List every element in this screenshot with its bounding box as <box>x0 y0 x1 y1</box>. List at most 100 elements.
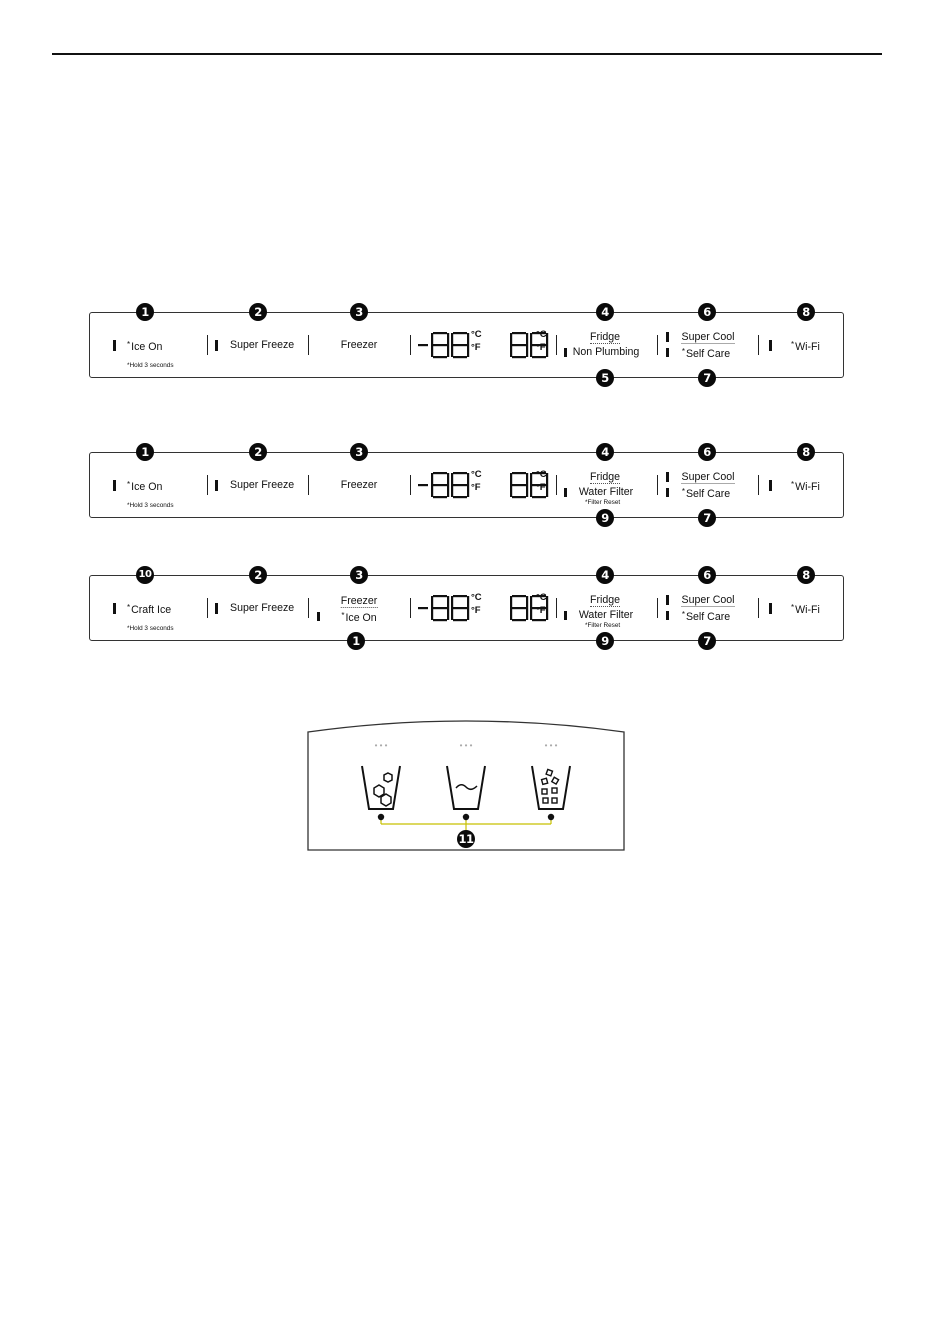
freezer-button[interactable]: Freezer <box>340 595 378 608</box>
fridge-unit-c: °C <box>536 329 547 340</box>
callout-badge: 2 <box>249 443 267 461</box>
self-care-label: Self Care <box>685 348 731 360</box>
hold-note-text: Hold 3 seconds <box>129 362 174 369</box>
self-care-button[interactable]: *Self Care <box>681 347 731 360</box>
separator <box>758 598 759 618</box>
super-freeze-button[interactable]: Super Freeze <box>230 339 295 351</box>
self-care-button[interactable]: *Self Care <box>681 487 731 500</box>
ice-on-label: Ice On <box>345 612 377 624</box>
separator <box>308 335 309 355</box>
callout-badge: 8 <box>797 303 815 321</box>
callout-badge: 1 <box>136 443 154 461</box>
dispenser-connector <box>377 813 555 831</box>
wifi-button[interactable]: *Wi-Fi <box>791 603 820 616</box>
fridge-unit-f: °F <box>536 342 546 353</box>
indicator-led <box>666 332 669 342</box>
fridge-button[interactable]: Fridge <box>589 594 621 607</box>
indicator-led <box>113 340 116 351</box>
indicator-led <box>666 595 669 605</box>
freezer-unit-f: °F <box>471 482 481 493</box>
crushed-ice-icon[interactable]: • • • <box>531 741 571 810</box>
callout-badge: 7 <box>698 369 716 387</box>
svg-text:• • •: • • • <box>460 741 473 750</box>
callout-badge: 1 <box>347 632 365 650</box>
self-care-button[interactable]: *Self Care <box>681 610 731 623</box>
self-care-label: Self Care <box>685 611 731 623</box>
separator <box>556 598 557 618</box>
wifi-label: Wi-Fi <box>795 341 820 353</box>
separator <box>207 598 208 618</box>
fridge-sub-button[interactable]: Non Plumbing <box>572 346 640 358</box>
callout-badge: 3 <box>350 443 368 461</box>
hold-note: *Hold 3 seconds <box>127 625 174 632</box>
header-rule <box>52 53 882 55</box>
super-cool-button[interactable]: Super Cool <box>681 471 735 484</box>
callout-badge: 6 <box>698 303 716 321</box>
ice-button[interactable]: *Craft Ice <box>127 603 172 616</box>
ice-button[interactable]: *Ice On <box>127 480 163 493</box>
callout-badge: 11 <box>457 830 475 848</box>
wifi-label: Wi-Fi <box>795 481 820 493</box>
fridge-button[interactable]: Fridge <box>589 331 621 344</box>
fridge-button[interactable]: Fridge <box>589 471 621 484</box>
freezer-unit-c: °C <box>471 469 482 480</box>
freezer-button[interactable]: Freezer <box>340 479 378 491</box>
super-freeze-button[interactable]: Super Freeze <box>230 602 295 614</box>
freezer-unit-f: °F <box>471 342 481 353</box>
separator <box>657 475 658 495</box>
super-cool-button[interactable]: Super Cool <box>681 594 735 607</box>
wifi-button[interactable]: *Wi-Fi <box>791 480 820 493</box>
indicator-led <box>215 480 218 491</box>
water-icon[interactable]: • • • <box>446 741 486 810</box>
panel-frame <box>89 312 844 378</box>
callout-badge: 5 <box>596 369 614 387</box>
svg-text:• • •: • • • <box>545 741 558 750</box>
callout-badge: 6 <box>698 566 716 584</box>
fridge-unit-c: °C <box>536 592 547 603</box>
indicator-led <box>666 488 669 497</box>
separator <box>410 335 411 355</box>
separator <box>657 598 658 618</box>
filter-reset-note: *Filter Reset <box>585 622 621 629</box>
callout-badge: 10 <box>136 566 154 584</box>
filter-reset-text: Filter Reset <box>587 622 621 629</box>
callout-badge: 8 <box>797 443 815 461</box>
indicator-led <box>564 348 567 357</box>
callout-badge: 1 <box>136 303 154 321</box>
separator <box>207 335 208 355</box>
wifi-button[interactable]: *Wi-Fi <box>791 340 820 353</box>
indicator-led <box>769 603 772 614</box>
callout-badge: 7 <box>698 509 716 527</box>
ice-button[interactable]: *Ice On <box>127 340 163 353</box>
freezer-button[interactable]: Freezer <box>340 339 378 351</box>
panel-frame <box>89 575 844 641</box>
cubed-ice-icon[interactable]: • • • <box>361 741 401 810</box>
fridge-sub-button[interactable]: Water Filter <box>578 609 634 621</box>
separator <box>207 475 208 495</box>
callout-badge: 4 <box>596 443 614 461</box>
separator <box>657 335 658 355</box>
callout-badge: 6 <box>698 443 716 461</box>
callout-badge: 9 <box>596 632 614 650</box>
callout-badge: 3 <box>350 303 368 321</box>
temperature-display <box>418 332 549 359</box>
ice-label: Ice On <box>131 481 163 493</box>
indicator-led <box>564 611 567 620</box>
hold-note-text: Hold 3 seconds <box>129 502 174 509</box>
fridge-unit-f: °F <box>536 482 546 493</box>
callout-badge: 4 <box>596 303 614 321</box>
super-cool-button[interactable]: Super Cool <box>681 331 735 344</box>
temperature-display <box>418 472 549 499</box>
ice-on-button[interactable]: *Ice On <box>341 611 377 624</box>
indicator-led <box>113 480 116 491</box>
indicator-led <box>666 472 669 482</box>
indicator-led <box>215 603 218 614</box>
freezer-unit-c: °C <box>471 329 482 340</box>
indicator-led <box>113 603 116 614</box>
callout-badge: 2 <box>249 303 267 321</box>
callout-badge: 2 <box>249 566 267 584</box>
separator <box>556 335 557 355</box>
super-freeze-button[interactable]: Super Freeze <box>230 479 295 491</box>
filter-reset-text: Filter Reset <box>587 499 621 506</box>
fridge-sub-button[interactable]: Water Filter <box>578 486 634 498</box>
